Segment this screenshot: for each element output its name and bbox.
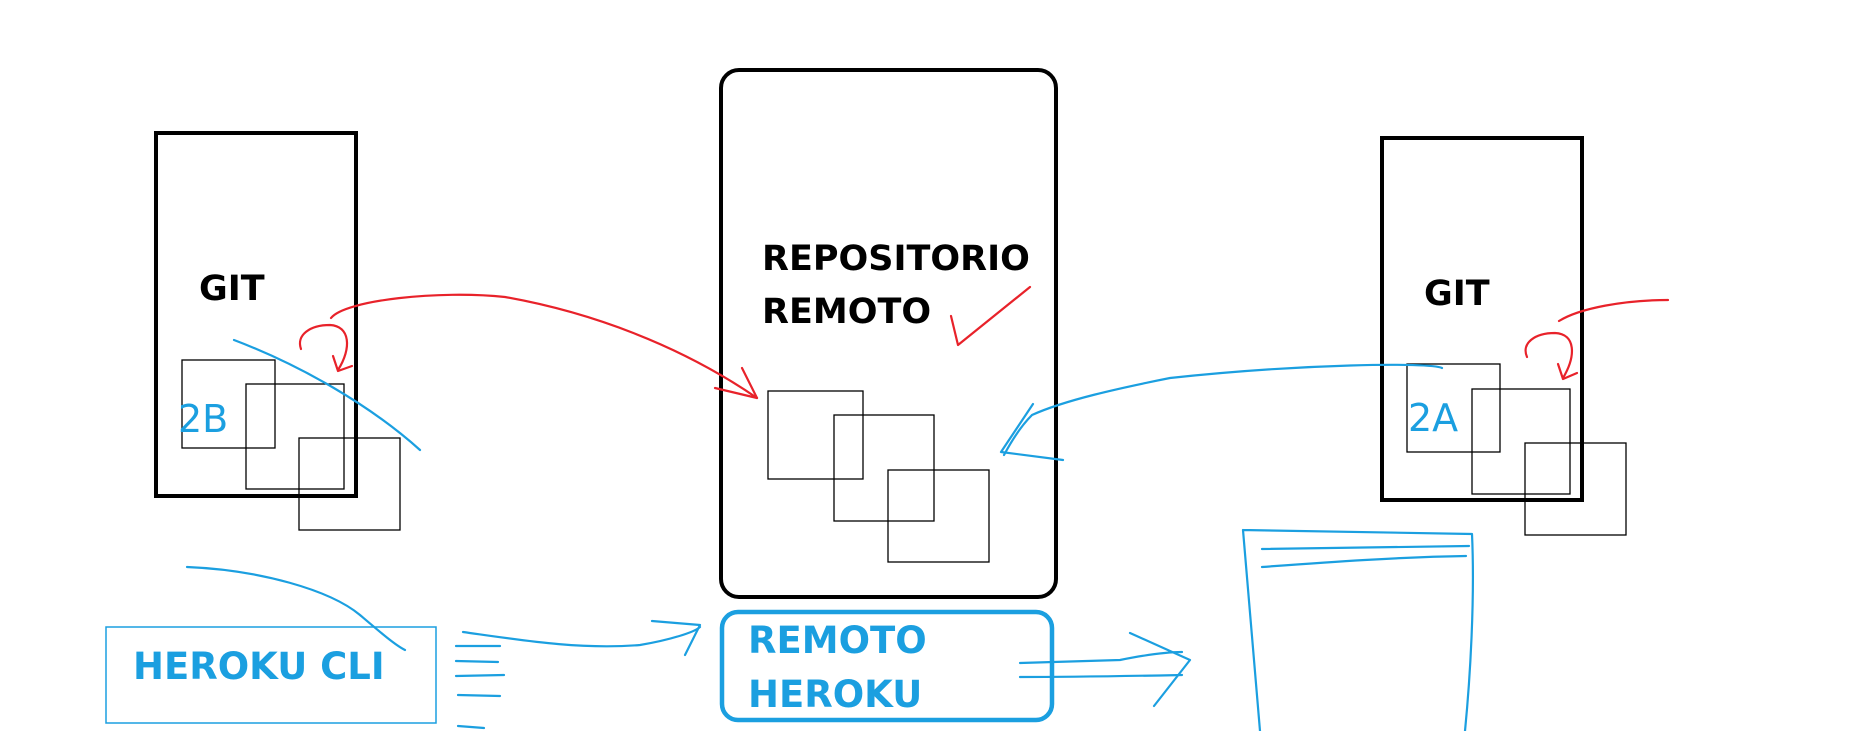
cli-speed-lines [454,644,506,730]
left-strike-line [232,338,422,452]
repo-title-line1: REPOSITORIO [762,239,1030,279]
remote-heroku-label-line2: HEROKU [748,673,923,716]
git-right-label: GIT [1424,274,1490,314]
right-incoming-red-line [1557,298,1670,323]
pull-arrow [1002,363,1444,457]
repo-checkmark [949,285,1032,347]
remote-to-server-arrow [1018,650,1184,679]
remote-heroku-label-line1: REMOTO [748,619,927,662]
cli-curve [185,565,407,652]
git-left-box [154,131,358,498]
server-outline [1241,528,1475,733]
handwritten-2a: 2A [1408,396,1459,440]
git-left-label: GIT [199,269,265,309]
server-top-lines [1260,544,1471,569]
red-arrows [298,285,1670,400]
left-commit-loop-arrow [298,323,349,372]
git-left-stack-icon [181,359,401,531]
push-arrow [329,293,759,400]
blue-strokes [185,338,1475,733]
git-right-stack-icon [1406,363,1627,536]
remote-heroku-box [719,609,1055,723]
heroku-cli-label: HEROKU CLI [133,645,385,688]
heroku-cli-box [105,626,437,724]
remote-repo-box [719,68,1058,599]
git-right-box [1380,136,1584,502]
right-commit-loop-arrow [1524,331,1574,380]
remote-repo-stack-icon [767,390,990,563]
handwritten-2b: 2B [178,397,229,441]
cli-to-remote-arrow [461,625,702,648]
repo-title-line2: REMOTO [762,292,932,332]
